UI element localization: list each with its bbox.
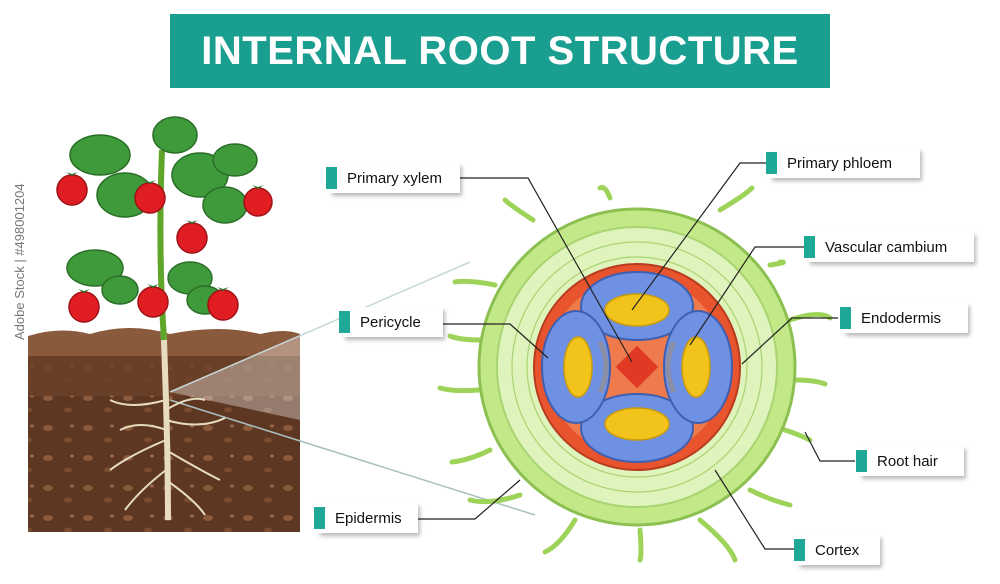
label-endodermis: Endodermis bbox=[840, 303, 968, 333]
label-epidermis: Epidermis bbox=[314, 503, 418, 533]
label-vascular-cambium: Vascular cambium bbox=[804, 232, 974, 262]
label-tick bbox=[766, 152, 777, 174]
label-tick bbox=[339, 311, 350, 333]
label-tick bbox=[314, 507, 325, 529]
label-primary-xylem: Primary xylem bbox=[326, 163, 460, 193]
label-tick bbox=[840, 307, 851, 329]
stock-watermark: Adobe Stock | #498001204 bbox=[12, 183, 27, 340]
label-tick bbox=[794, 539, 805, 561]
page-title: INTERNAL ROOT STRUCTURE bbox=[201, 28, 799, 73]
label-primary-phloem: Primary phloem bbox=[766, 148, 920, 178]
plant bbox=[56, 116, 273, 521]
title-banner: INTERNAL ROOT STRUCTURE bbox=[170, 14, 830, 88]
label-root-hair: Root hair bbox=[856, 446, 964, 476]
label-pericycle: Pericycle bbox=[339, 307, 443, 337]
label-tick bbox=[326, 167, 337, 189]
leader-lines bbox=[414, 162, 855, 550]
label-cortex: Cortex bbox=[794, 535, 880, 565]
label-tick bbox=[804, 236, 815, 258]
label-tick bbox=[856, 450, 867, 472]
